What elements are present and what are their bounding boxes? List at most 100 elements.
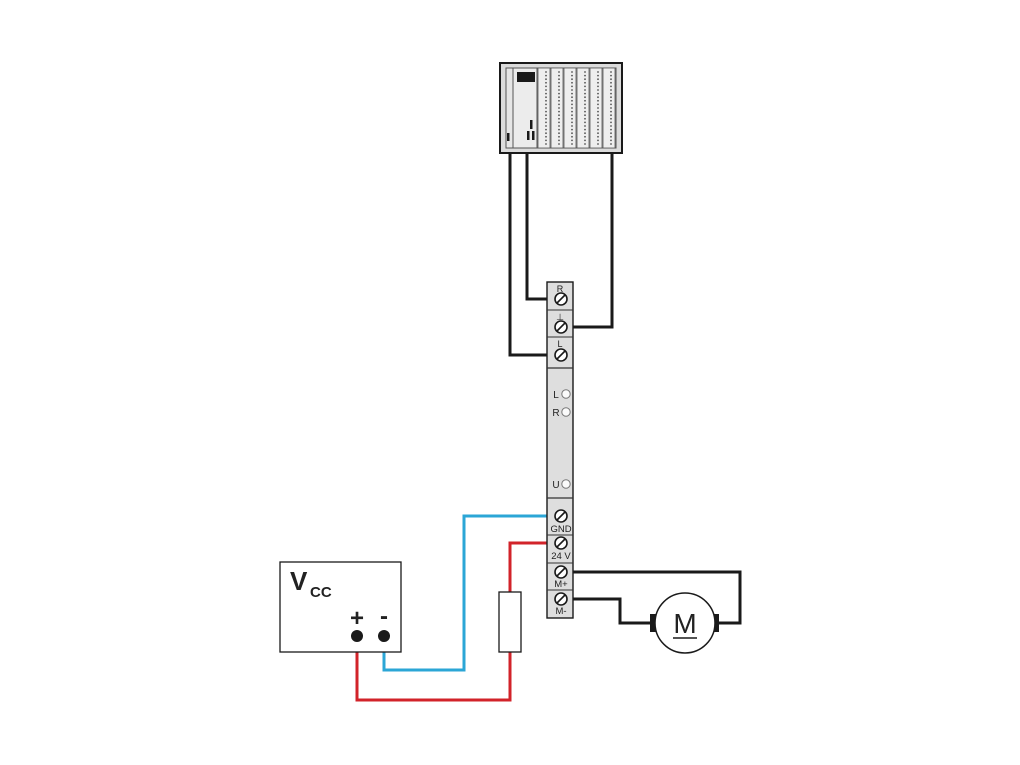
terminal-label-r: R [557,284,564,294]
io-terminal-dot [571,103,573,106]
io-terminal-dot [597,135,599,138]
io-terminal-dot [545,71,547,73]
led-label-l: L [553,390,559,401]
io-terminal-dot [571,89,573,91]
minus-terminal [378,630,390,642]
io-terminal-dot [571,85,573,88]
io-terminal-dot [597,81,599,84]
io-terminal-dot [571,139,573,142]
io-terminal-dot [584,99,586,102]
terminal-module: R ⊥ L L R U GND 24 V M+ M- [546,281,574,619]
io-terminal-dot [571,78,573,81]
io-terminal-dot [584,125,586,127]
io-terminal-dot [545,81,547,84]
io-terminal-dot [610,107,612,109]
io-module [576,67,590,149]
io-terminal-dot [545,92,547,95]
screw-l-icon [554,348,568,362]
io-terminal-dot [558,78,560,81]
motor-label: M [673,608,696,639]
screw-ground-icon [554,320,568,334]
io-terminal-dot [545,139,547,142]
io-terminal-dot [545,143,547,145]
io-terminal-dot [584,117,586,120]
io-terminal-dot [558,110,560,113]
wire-controller-to-r [525,150,558,301]
io-terminal-dot [597,128,599,131]
io-terminal-dot [597,132,599,135]
io-terminal-dot [597,99,599,102]
io-terminal-dot [558,125,560,127]
io-terminal-dot [597,114,599,117]
io-terminal-dot [610,103,612,106]
io-terminal-dot [545,89,547,91]
io-terminal-dot [584,85,586,88]
terminal-label-mminus: M- [555,606,566,617]
io-terminal-dot [584,139,586,142]
io-terminal-dot [610,135,612,138]
io-terminal-dot [584,110,586,113]
led-label-r: R [552,408,559,419]
io-terminal-dot [610,92,612,95]
cpu-display [517,72,535,82]
wire-vcc-plus-to-fuse [355,634,512,702]
io-terminal-dot [597,89,599,91]
motor: M [650,592,719,654]
psu-indicator [507,133,510,141]
io-terminal-dot [545,114,547,117]
io-terminal-dot [610,96,612,99]
io-terminal-dot [558,74,560,77]
motor-terminal-right [713,614,719,632]
io-terminal-dot [545,121,547,124]
io-terminal-dot [571,125,573,127]
terminal-label-24v: 24 V [551,551,571,562]
io-terminal-dot [597,143,599,145]
io-module [589,67,603,149]
io-terminal-dot [571,114,573,117]
io-terminal-dot [597,71,599,73]
io-terminal-dot [610,99,612,102]
io-terminal-dot [558,117,560,120]
io-terminal-dot [584,135,586,138]
io-terminal-dot [610,117,612,120]
io-terminal-dot [597,125,599,127]
io-terminal-dot [545,128,547,131]
io-terminal-dot [558,85,560,88]
terminal-label-ground: ⊥ [556,312,564,322]
screw-gnd-icon [554,509,568,523]
io-terminal-dot [558,135,560,138]
wires [355,150,742,702]
io-terminal-dot [545,99,547,102]
io-terminal-dot [571,121,573,124]
io-terminal-dot [571,81,573,84]
io-terminal-dot [584,74,586,77]
io-terminal-dot [558,103,560,106]
cpu-indicator [532,131,535,140]
wire-controller-to-l [508,150,558,357]
io-terminal-dot [571,143,573,145]
io-terminal-dot [558,81,560,84]
io-terminal-dot [571,110,573,113]
wire-mminus-to-motor [564,597,656,625]
io-terminal-dot [597,74,599,77]
screw-mminus-icon [554,592,568,606]
io-terminal-dot [545,74,547,77]
io-terminal-dot [558,99,560,102]
controller-rack [499,62,623,154]
screw-24v-icon [554,536,568,550]
io-terminal-dot [584,114,586,117]
io-terminal-dot [571,135,573,138]
cpu-indicator [530,120,533,129]
io-terminal-dot [610,128,612,131]
io-terminal-dot [610,114,612,117]
io-terminal-dot [584,132,586,135]
io-terminal-dot [597,92,599,95]
io-terminal-dot [545,103,547,106]
minus-label: - [380,603,388,630]
io-terminal-dot [571,107,573,109]
io-terminal-dot [571,132,573,135]
io-terminal-dot [584,143,586,145]
io-terminal-dot [597,139,599,142]
io-terminal-dot [597,96,599,99]
